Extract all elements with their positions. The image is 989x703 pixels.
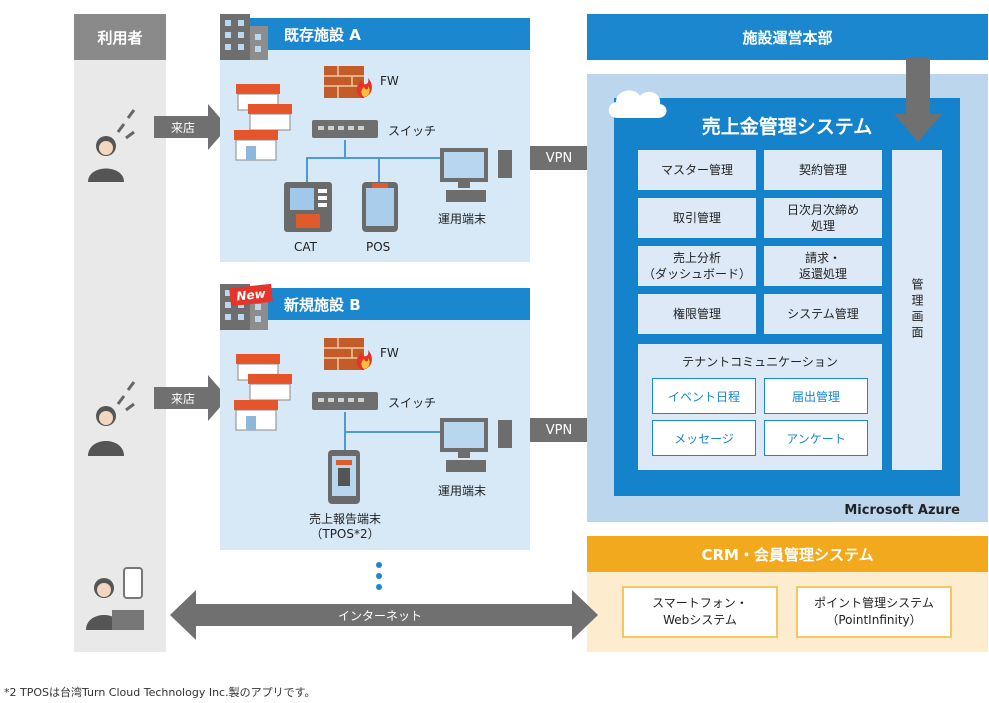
wire xyxy=(344,431,464,433)
vpn-link-2: VPN xyxy=(530,418,588,442)
wire xyxy=(378,157,380,183)
crm-header: CRM・会員管理システム xyxy=(587,536,988,572)
tenant-message: メッセージ xyxy=(652,420,756,456)
azure-label: Microsoft Azure xyxy=(844,502,960,518)
switch-icon-a xyxy=(312,120,378,138)
tenant-survey: アンケート xyxy=(764,420,868,456)
footnote: *2 TPOSは台湾Turn Cloud Technology Inc.製のアプ… xyxy=(4,686,316,699)
fw-label-b: FW xyxy=(380,346,399,360)
hq-header: 施設運営本部 xyxy=(587,14,988,60)
fw-label-a: FW xyxy=(380,74,399,88)
crm-smartphone-web: スマートフォン・ Webシステム xyxy=(622,586,778,638)
wire xyxy=(344,140,346,158)
visit-arrow-2 xyxy=(154,375,228,421)
module-analysis: 売上分析 （ダッシュボード） xyxy=(638,246,756,286)
shop-icon-a xyxy=(234,84,292,161)
wire xyxy=(344,431,346,451)
wire xyxy=(306,157,308,183)
cat-label: CAT xyxy=(294,240,317,254)
switch-label-b: スイッチ xyxy=(388,396,437,410)
module-billing-line2: 返還処理 xyxy=(798,267,847,281)
switch-icon-b xyxy=(312,392,378,410)
module-analysis-line1: 売上分析 xyxy=(672,251,721,265)
building-icon-a xyxy=(220,14,268,60)
module-master: マスター管理 xyxy=(638,150,756,190)
sales-system-title: 売上金管理システム xyxy=(701,115,873,138)
crm-point-line2: （PointInfinity） xyxy=(826,613,922,627)
crm-smartphone-line2: Webシステム xyxy=(663,613,737,627)
module-transaction: 取引管理 xyxy=(638,198,756,238)
crm-point-system: ポイント管理システム （PointInfinity） xyxy=(796,586,952,638)
tenant-event: イベント日程 xyxy=(652,378,756,414)
vpn-link-1: VPN xyxy=(530,146,588,170)
switch-label-a: スイッチ xyxy=(388,124,437,138)
tpos-label-line2: （TPOS*2） xyxy=(310,527,380,541)
internet-arrow xyxy=(170,590,598,640)
tenant-notification: 届出管理 xyxy=(764,378,868,414)
visit-label-1: 来店 xyxy=(170,120,195,135)
tpos-label-line1: 売上報告端末 xyxy=(308,512,381,526)
user-icon-2 xyxy=(88,381,136,456)
module-billing: 請求・ 返還処理 xyxy=(764,246,882,286)
cat-terminal-icon xyxy=(284,182,332,232)
module-permission: 権限管理 xyxy=(638,294,756,334)
firewall-icon-a xyxy=(324,66,372,98)
tpos-device-icon xyxy=(328,450,360,504)
facility-a-header: 既存施設 A xyxy=(220,18,530,50)
more-facilities-dots xyxy=(376,562,382,590)
users-column xyxy=(74,14,166,652)
firewall-icon-b xyxy=(324,338,372,370)
user-icon-3 xyxy=(86,567,144,630)
pc-terminal-icon-b xyxy=(440,418,512,472)
internet-label: インターネット xyxy=(337,608,422,623)
wire xyxy=(306,157,466,159)
pos-label: POS xyxy=(366,240,391,254)
module-analysis-line2: （ダッシュボード） xyxy=(642,267,751,281)
module-closing-line1: 日次月次締め xyxy=(786,203,859,217)
module-billing-line1: 請求・ xyxy=(804,251,841,265)
crm-point-line1: ポイント管理システム xyxy=(814,596,934,610)
shop-icon-b xyxy=(234,354,292,431)
terminal-label-a: 運用端末 xyxy=(438,212,487,226)
visit-label-2: 来店 xyxy=(170,391,195,406)
user-icon-1 xyxy=(88,109,136,182)
pc-terminal-icon-a xyxy=(440,148,512,202)
module-closing-line2: 処理 xyxy=(810,219,835,233)
module-contract: 契約管理 xyxy=(764,150,882,190)
wire xyxy=(344,412,346,432)
admin-screen-panel: 管理画面 xyxy=(892,150,942,470)
module-system: システム管理 xyxy=(764,294,882,334)
visit-arrow-1 xyxy=(154,104,228,150)
crm-smartphone-line1: スマートフォン・ xyxy=(652,596,748,610)
terminal-label-b: 運用端末 xyxy=(438,484,487,498)
users-header: 利用者 xyxy=(74,14,166,60)
cloud-icon xyxy=(608,90,667,118)
tenant-title: テナントコミュニケーション xyxy=(682,354,838,369)
pos-tablet-icon xyxy=(362,182,398,232)
hq-down-arrow-overlay xyxy=(894,58,942,142)
module-closing: 日次月次締め 処理 xyxy=(764,198,882,238)
